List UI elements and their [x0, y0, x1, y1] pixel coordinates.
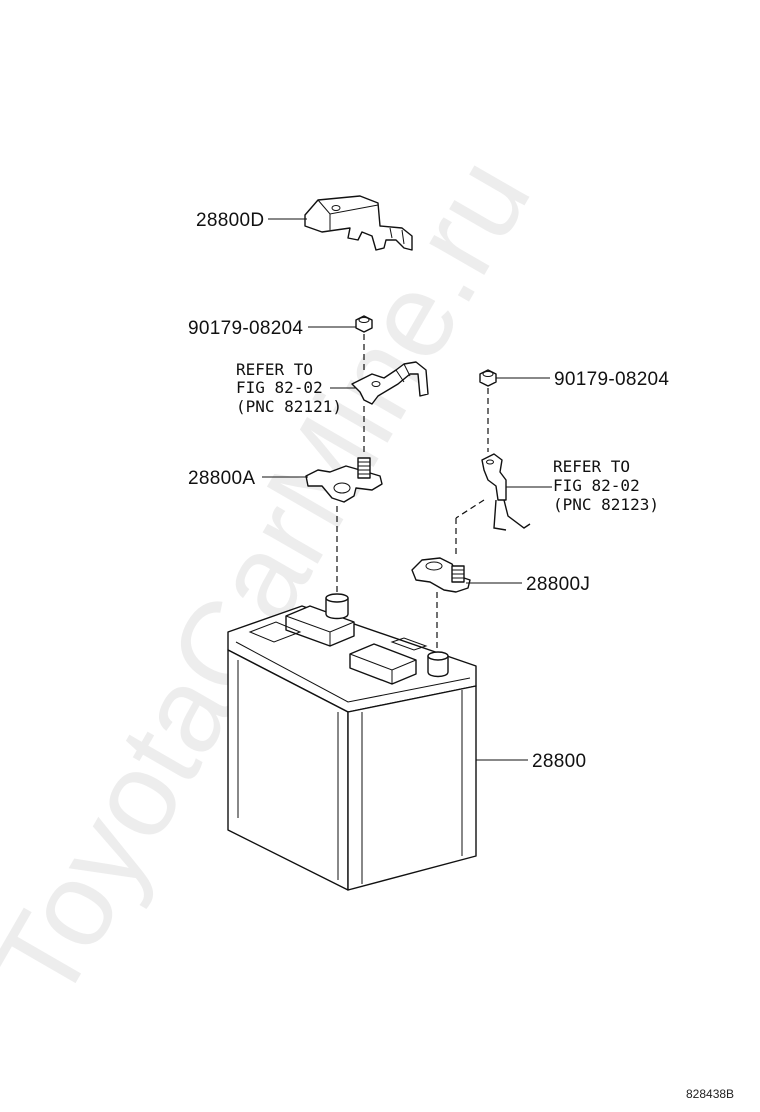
label-28800: 28800 [532, 751, 586, 772]
ref-right-line1: REFER TO [553, 457, 630, 476]
negative-cable-terminal[interactable] [481, 453, 531, 531]
label-28800J: 28800J [526, 574, 590, 595]
watermark: ToyotaCarMine.ru [0, 136, 556, 1023]
figure-id: 828438B [686, 1087, 734, 1101]
label-nut-left: 90179-08204 [188, 318, 303, 339]
ref-right-line3: (PNC 82123) [553, 495, 659, 514]
nut-right-part[interactable] [479, 369, 497, 387]
nut-left-part[interactable] [355, 315, 373, 333]
positive-cable-terminal[interactable] [351, 361, 429, 405]
cover-part[interactable] [304, 195, 413, 251]
ref-left-line3: (PNC 82121) [236, 397, 342, 416]
ref-right-line2: FIG 82-02 [553, 476, 640, 495]
positive-clamp-part[interactable] [305, 457, 383, 503]
label-nut-right: 90179-08204 [554, 369, 669, 390]
label-28800D: 28800D [196, 210, 264, 231]
battery-part[interactable] [227, 593, 477, 891]
ref-left-line2: FIG 82-02 [236, 378, 323, 397]
ref-left-line1: REFER TO [236, 360, 313, 379]
label-28800A: 28800A [188, 468, 255, 489]
negative-clamp-part[interactable] [411, 557, 471, 593]
